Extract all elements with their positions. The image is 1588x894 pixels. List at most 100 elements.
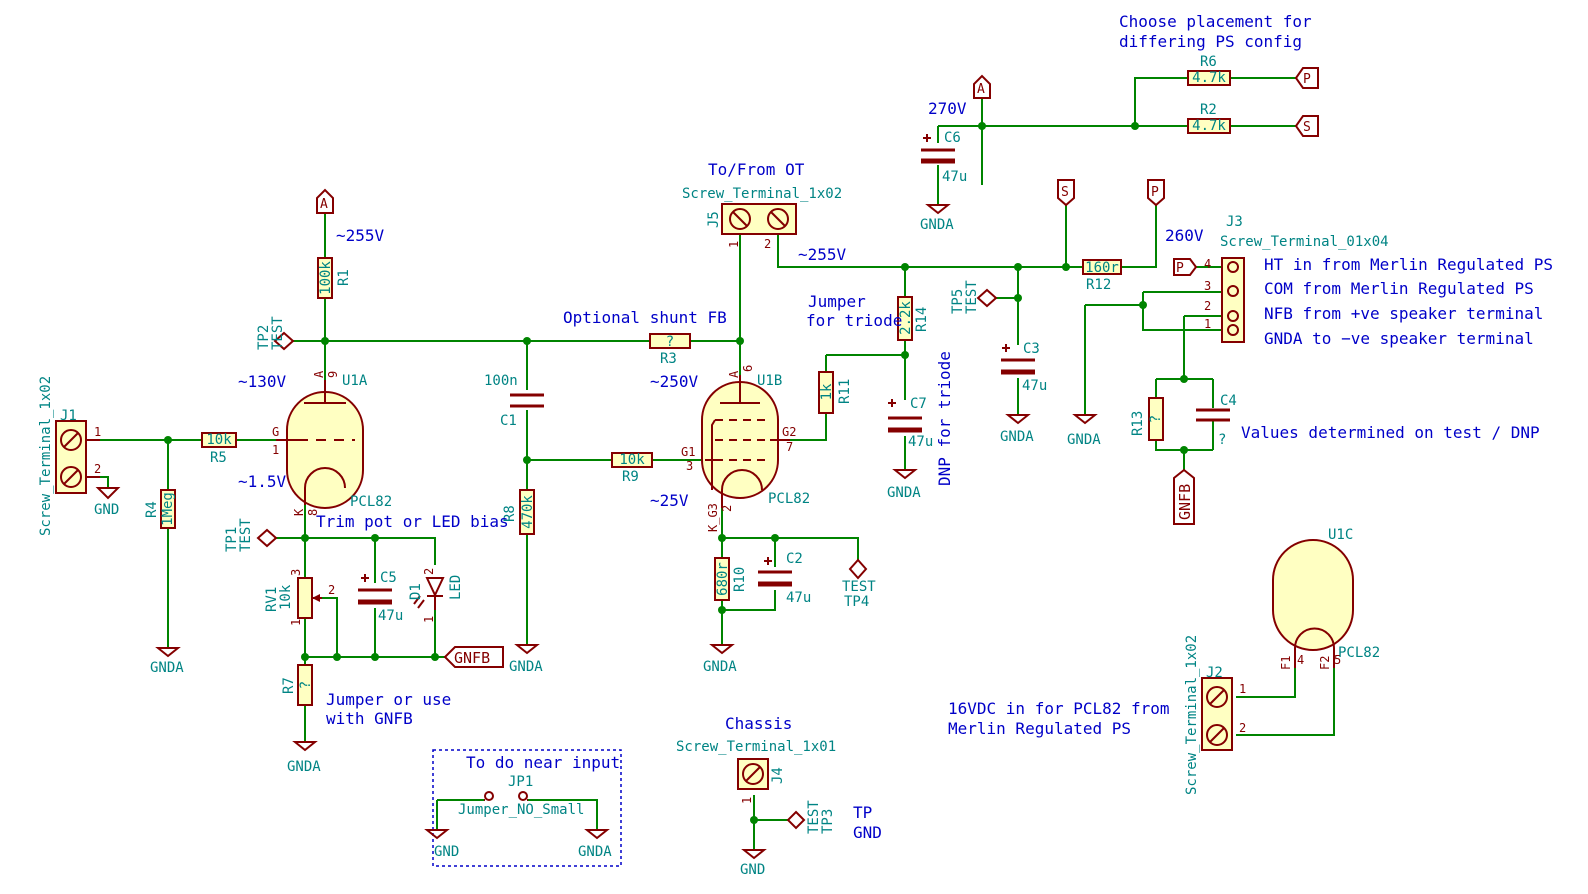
svg-text:GND: GND (853, 823, 882, 842)
svg-text:3: 3 (289, 569, 303, 576)
terminal-j3: 4 3 2 1 J3 Screw_Terminal_01x04 (1204, 214, 1389, 343)
resistor-r5: 10k R5 (201, 432, 237, 466)
svg-text:R9: R9 (622, 469, 639, 485)
svg-text:R3: R3 (660, 351, 677, 367)
svg-text:470k: 470k (520, 495, 536, 529)
svg-text:R8: R8 (502, 505, 518, 522)
svg-text:10k: 10k (619, 452, 645, 468)
svg-text:2: 2 (422, 568, 436, 575)
resistor-r9: 10k R9 (611, 452, 653, 485)
svg-text:R13: R13 (1130, 411, 1146, 436)
svg-text:To/From OT: To/From OT (708, 160, 805, 179)
svg-text:4.7k: 4.7k (1192, 118, 1226, 134)
svg-text:A: A (320, 197, 328, 212)
testpoint-tp3: TEST TP3 (786, 800, 836, 834)
svg-text:F1: F1 (1279, 656, 1293, 670)
svg-text:LED: LED (448, 575, 464, 600)
svg-text:TEST: TEST (842, 579, 876, 595)
svg-text:16VDC in for PCL82 from: 16VDC in for PCL82 from (948, 699, 1170, 718)
svg-text:R10: R10 (732, 567, 748, 592)
testpoint-tp2: TP2 TEST (256, 316, 295, 351)
svg-text:NFB from +ve speaker terminal: NFB from +ve speaker terminal (1264, 304, 1543, 323)
resistor-r10: 680r R10 (714, 557, 748, 601)
svg-text:K_G3: K_G3 (706, 503, 720, 532)
resistor-r6: 4.7k R6 (1187, 54, 1231, 86)
svg-text:Jumper or use: Jumper or use (326, 690, 451, 709)
svg-text:R7: R7 (281, 677, 297, 694)
resistor-r7: ? R7 (281, 664, 314, 706)
svg-text:TP3: TP3 (820, 809, 836, 834)
svg-text:1: 1 (1204, 317, 1211, 331)
svg-text:P: P (1151, 185, 1159, 200)
svg-text:Screw_Terminal_01x04: Screw_Terminal_01x04 (1220, 234, 1389, 250)
svg-text:~250V: ~250V (650, 372, 699, 391)
svg-text:A: A (727, 370, 741, 378)
svg-text:G2: G2 (782, 425, 796, 439)
svg-text:GNFB: GNFB (1176, 484, 1194, 520)
svg-text:J4: J4 (770, 767, 786, 784)
svg-text:47u: 47u (378, 608, 403, 624)
svg-text:PCL82: PCL82 (1338, 645, 1380, 661)
svg-text:GNDA: GNDA (509, 659, 543, 675)
svg-text:?: ? (1148, 415, 1164, 423)
svg-text:R14: R14 (914, 307, 930, 332)
svg-text:C4: C4 (1220, 393, 1237, 409)
resistor-r14: 2.2k R14 (897, 296, 930, 341)
capacitor-c4: C4 ? (1196, 393, 1237, 448)
svg-text:C5: C5 (380, 570, 397, 586)
svg-text:10k: 10k (206, 432, 232, 448)
svg-text:TP: TP (853, 803, 872, 822)
capacitor-c7: C7 47u (888, 396, 933, 450)
terminal-j2: 1 2 J2 Screw_Terminal_1x02 (1184, 635, 1246, 795)
terminal-j4: 1 J4 Screw_Terminal_1x01 (676, 739, 836, 804)
svg-text:~130V: ~130V (238, 372, 287, 391)
svg-text:R1: R1 (336, 269, 352, 286)
terminal-j5: 1 2 J5 Screw_Terminal_1x02 (682, 186, 842, 251)
svg-text:~255V: ~255V (798, 245, 847, 264)
svg-text:P: P (1303, 72, 1311, 87)
svg-text:with GNFB: with GNFB (326, 709, 413, 728)
svg-text:J1: J1 (60, 408, 77, 424)
svg-text:2: 2 (720, 505, 734, 512)
svg-text:differing PS config: differing PS config (1119, 32, 1302, 51)
testpoint-tp5: TP5 TEST (950, 280, 998, 314)
svg-text:J5: J5 (706, 211, 722, 228)
svg-text:?: ? (298, 681, 314, 689)
svg-text:R4: R4 (144, 501, 160, 518)
resistor-r12: 160r R12 (1082, 259, 1122, 293)
svg-text:47u: 47u (1022, 378, 1047, 394)
svg-text:S: S (1061, 185, 1069, 200)
resistor-r4: 1Meg R4 (144, 489, 176, 529)
svg-text:Jumper: Jumper (808, 292, 866, 311)
svg-text:C3: C3 (1023, 341, 1040, 357)
svg-text:J2: J2 (1206, 665, 1223, 681)
svg-text:DNP for triode: DNP for triode (935, 351, 954, 486)
svg-text:U1C: U1C (1328, 527, 1353, 543)
junctions (164, 122, 1188, 824)
svg-text:9: 9 (326, 371, 340, 378)
svg-text:Chassis: Chassis (725, 714, 792, 733)
svg-text:Screw_Terminal_1x02: Screw_Terminal_1x02 (682, 186, 842, 202)
testpoint-tp1: TP1 TEST (224, 518, 278, 552)
potentiometer-rv1: 3 1 2 RV1 10k (264, 569, 335, 626)
svg-text:D1: D1 (408, 583, 424, 600)
svg-text:GNDA: GNDA (287, 759, 321, 775)
svg-text:2: 2 (328, 583, 335, 597)
svg-text:1: 1 (1239, 682, 1246, 696)
svg-text:for triode: for triode (806, 311, 902, 330)
resistor-r8: 470k R8 (502, 489, 536, 535)
svg-text:PCL82: PCL82 (768, 491, 810, 507)
svg-text:F2: F2 (1318, 656, 1332, 670)
svg-text:C7: C7 (910, 396, 927, 412)
svg-text:1: 1 (94, 425, 101, 439)
svg-text:J3: J3 (1226, 214, 1243, 230)
resistor-r1: 100k R1 (317, 257, 352, 299)
terminal-j1: 1 2 J1 Screw_Terminal_1x02 (38, 376, 101, 536)
svg-text:270V: 270V (928, 99, 967, 118)
svg-text:5: 5 (1334, 653, 1341, 667)
svg-text:R12: R12 (1086, 277, 1111, 293)
svg-text:160r: 160r (1085, 260, 1119, 276)
svg-text:1Meg: 1Meg (160, 492, 176, 526)
svg-text:2: 2 (94, 462, 101, 476)
svg-text:TP5: TP5 (950, 289, 966, 314)
